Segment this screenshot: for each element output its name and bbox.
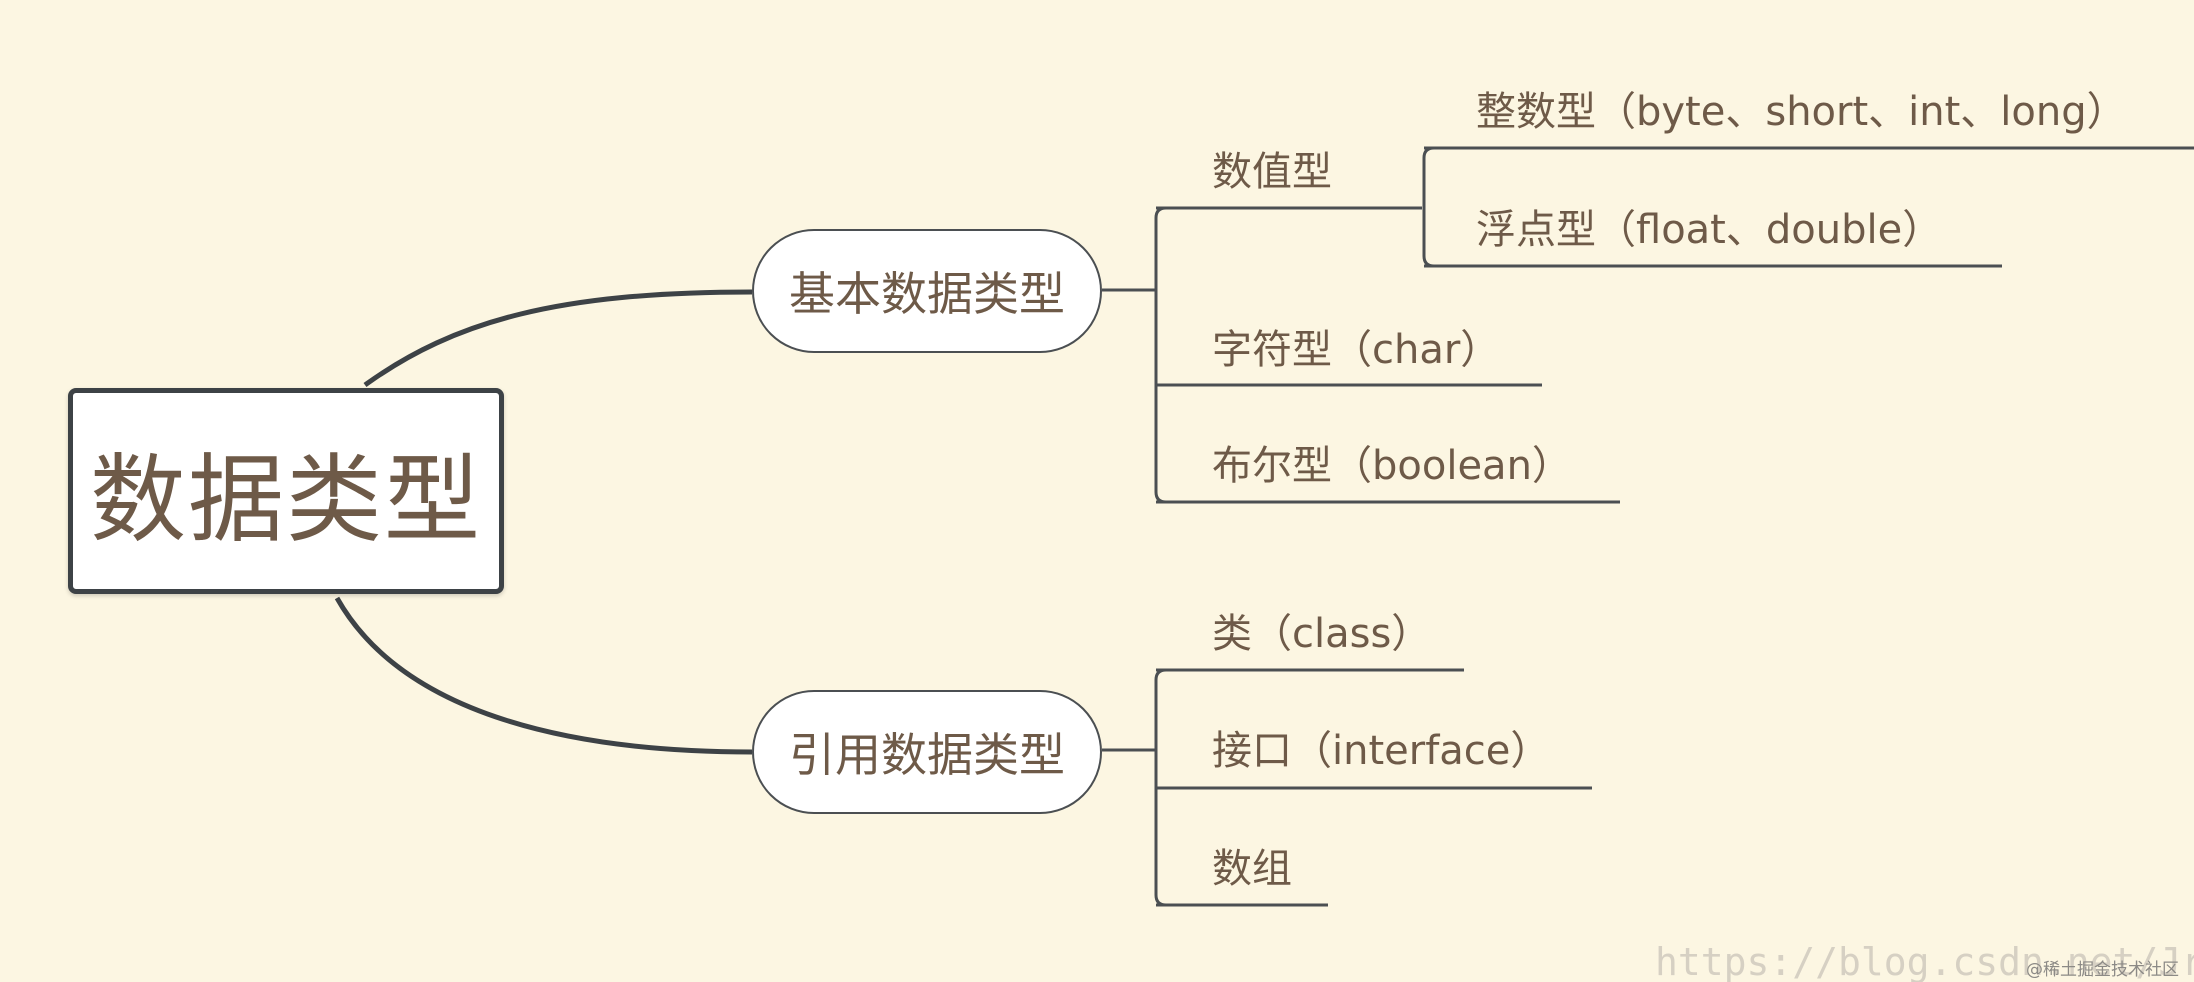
connector-root-to-reference [334,596,753,755]
connector-root-to-basic [363,289,753,388]
watermark-url: https://blog.csdn.net/JreFt [1655,940,2194,982]
leaf-class[interactable]: 类（class） [1212,611,1432,657]
root-node[interactable]: 数据类型 [68,388,504,594]
bracket-basic [1154,206,1167,504]
bracket-numeric [1422,146,1435,268]
branch-node-reference[interactable]: 引用数据类型 [752,690,1102,814]
watermark-site: @稀土掘金技术社区 [2026,960,2179,980]
branch-node-basic[interactable]: 基本数据类型 [752,229,1102,353]
leaf-integer[interactable]: 整数型（byte、short、int、long） [1476,89,2127,135]
leaf-array[interactable]: 数组 [1212,846,1292,892]
leaf-numeric[interactable]: 数值型 [1212,149,1332,195]
branch-node-basic-label: 基本数据类型 [789,267,1065,321]
branch-node-reference-label: 引用数据类型 [789,728,1065,782]
leaf-interface[interactable]: 接口（interface） [1212,728,1551,774]
leaf-float[interactable]: 浮点型（float、double） [1476,207,1943,253]
leaf-boolean[interactable]: 布尔型（boolean） [1212,443,1572,489]
leaf-char[interactable]: 字符型（char） [1212,327,1501,373]
root-node-label: 数据类型 [90,443,482,556]
